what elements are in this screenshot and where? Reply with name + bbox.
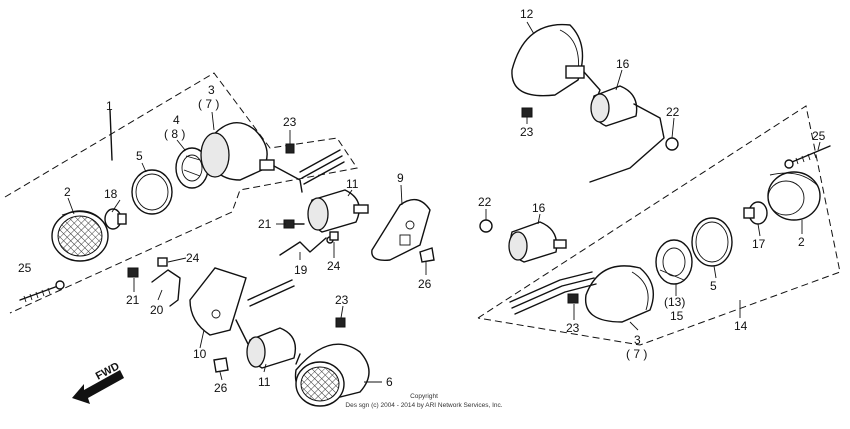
label-11-lower: 11 [258,375,271,389]
label-3-right: 3 [634,333,641,347]
housing-3-left [200,122,345,193]
label-20: 20 [150,303,164,317]
grommet-26-lower [213,357,229,373]
label-4: 4 [173,113,180,127]
screw-23-a [285,143,295,154]
socket-4 [175,147,209,189]
label-15: 15 [670,309,684,323]
nut-22-a [665,137,679,151]
copyright-block: Copyright Des sgn (c) 2004 - 2014 by ARI… [345,393,502,409]
group-outline-1 [4,72,358,314]
copyright-line-1: Copyright [410,393,438,400]
nut-24-upper [329,231,339,241]
housing-3-right [509,265,654,323]
relay-16-lower [508,221,567,263]
screw-21-lower [127,267,139,278]
label-8: ( 8 ) [164,127,185,141]
label-16-top: 16 [616,57,630,71]
label-11-upper: 11 [346,177,359,191]
label-22-a: 22 [666,105,680,119]
bracket-19 [279,237,327,256]
label-7-right: ( 7 ) [626,347,647,361]
screw-25-right [784,145,831,169]
label-13: (13) [664,295,685,309]
bulb-18 [104,208,127,230]
leader-1 [109,109,113,161]
leader-lines [67,21,821,383]
relay-16-top [589,85,665,183]
label-6: 6 [386,375,393,389]
label-3-left: 3 [208,83,215,97]
label-16-lower: 16 [532,201,546,215]
label-5-right: 5 [710,279,717,293]
label-23-b: 23 [335,293,349,307]
label-14: 14 [734,319,748,333]
label-10: 10 [193,347,207,361]
relay-11-lower [235,319,297,369]
lens-2-left [51,210,109,262]
bracket-10 [189,267,295,336]
label-23-c: 23 [520,125,534,139]
label-19: 19 [294,263,308,277]
label-25-left: 25 [18,261,32,275]
nut-24-lower [157,257,168,267]
gasket-5-right [691,217,733,267]
label-17: 17 [752,237,766,251]
label-26-upper: 26 [418,277,432,291]
screw-23-d [567,293,579,304]
label-1: 1 [106,99,113,113]
label-21-upper: 21 [258,217,272,231]
label-18: 18 [104,187,118,201]
label-2-left: 2 [64,185,71,199]
nut-22-b [479,219,493,233]
screw-23-c [521,107,533,118]
label-24-upper: 24 [327,259,341,273]
label-23-a: 23 [283,115,297,129]
housing-12 [511,23,601,101]
screw-21-upper [283,219,305,229]
copyright-line-2: Des sgn (c) 2004 - 2014 by ARI Network S… [345,402,502,409]
group-outline-14 [477,105,841,346]
label-2-right: 2 [798,235,805,249]
relay-11-upper [307,189,369,233]
lens-2-right [767,171,821,221]
label-9: 9 [397,171,404,185]
label-21-lower: 21 [126,293,140,307]
gasket-5-left [131,169,173,215]
screw-25-left [19,280,65,303]
turn-signal-6 [294,343,370,407]
label-26-lower: 26 [214,381,228,395]
callout-labels: 1 2 3 ( 7 ) 4 ( 8 ) 5 18 23 25 21 11 9 1… [18,7,826,395]
label-24-lower: 24 [186,251,200,265]
label-22-b: 22 [478,195,492,209]
label-12: 12 [520,7,534,21]
label-25-right: 25 [812,129,826,143]
label-7-left: ( 7 ) [198,97,219,111]
screw-23-b [335,317,346,328]
label-5-left: 5 [136,149,143,163]
bulb-17 [743,201,768,225]
socket-13 [655,239,693,285]
bracket-9 [371,198,431,261]
bracket-20 [151,269,181,307]
label-23-d: 23 [566,321,580,335]
fwd-arrow: FWD [72,360,124,404]
grommet-26-upper [419,247,435,263]
